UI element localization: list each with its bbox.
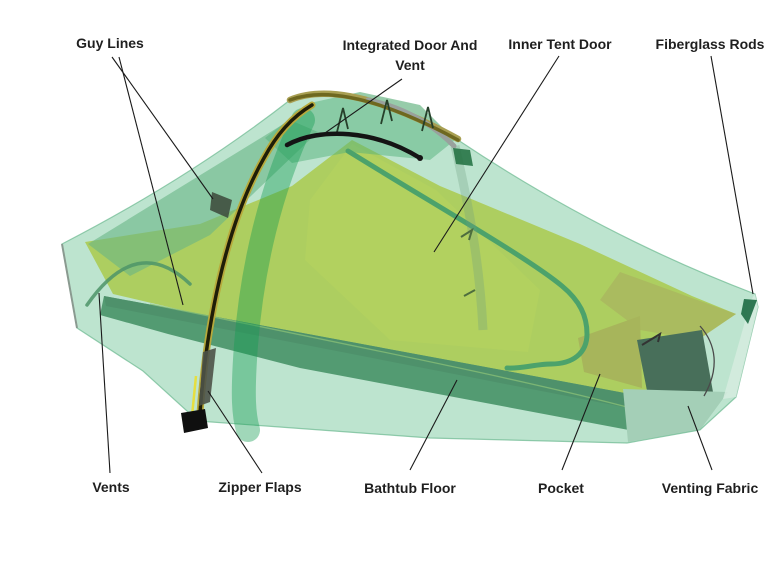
- leader-door-and-vent: [324, 78, 403, 134]
- leader-venting-fabric: [687, 405, 713, 471]
- leader-bathtub-floor: [409, 379, 458, 471]
- vent-zipper-curve: [284, 131, 423, 161]
- label-integrated-door-and-vent: Integrated Door And Vent: [330, 35, 490, 75]
- label-zipper-flaps: Zipper Flaps: [218, 479, 302, 495]
- leader-guy-lines-2: [118, 56, 184, 306]
- fly-left-edge-rim: [61, 243, 78, 329]
- label-integrated-door-and-vent-line2: Vent: [395, 57, 425, 73]
- label-integrated-door-and-vent-line1: Integrated Door And: [342, 37, 478, 53]
- leader-fiberglass-rods: [710, 55, 754, 295]
- fly-right-tip-dark: [741, 299, 757, 324]
- label-bathtub-floor: Bathtub Floor: [364, 480, 456, 496]
- label-fiberglass-rods: Fiberglass Rods: [655, 36, 765, 52]
- fly-pole-drape: [231, 108, 315, 442]
- fiberglass-rod-dome-gray-band: [365, 97, 457, 149]
- vent-arc: [85, 261, 192, 307]
- leader-pocket: [561, 373, 601, 471]
- fabric-arrow-marks: [460, 227, 662, 346]
- guy-tab-left: [210, 192, 232, 218]
- label-venting-fabric: Venting Fabric: [661, 480, 759, 496]
- guy-tab-dome-base: [453, 148, 473, 166]
- leader-lines: [98, 55, 754, 474]
- vent-zipper-pull: [417, 155, 423, 161]
- label-pocket: Pocket: [538, 480, 584, 496]
- label-inner-tent-door: Inner Tent Door: [508, 36, 612, 52]
- right-guy-cord: [699, 325, 715, 397]
- leader-inner-tent-door: [433, 55, 560, 253]
- leader-guy-lines-1: [111, 56, 214, 200]
- guy-attachment-ticks: [336, 99, 434, 133]
- guy-line-cord: [190, 375, 198, 417]
- leader-vents: [98, 292, 111, 474]
- zipper-flap-strip: [199, 348, 216, 406]
- label-guy-lines: Guy Lines: [76, 35, 144, 51]
- stake-peg: [181, 409, 208, 433]
- label-vents: Vents: [92, 479, 130, 495]
- leader-zipper-flaps: [207, 390, 263, 474]
